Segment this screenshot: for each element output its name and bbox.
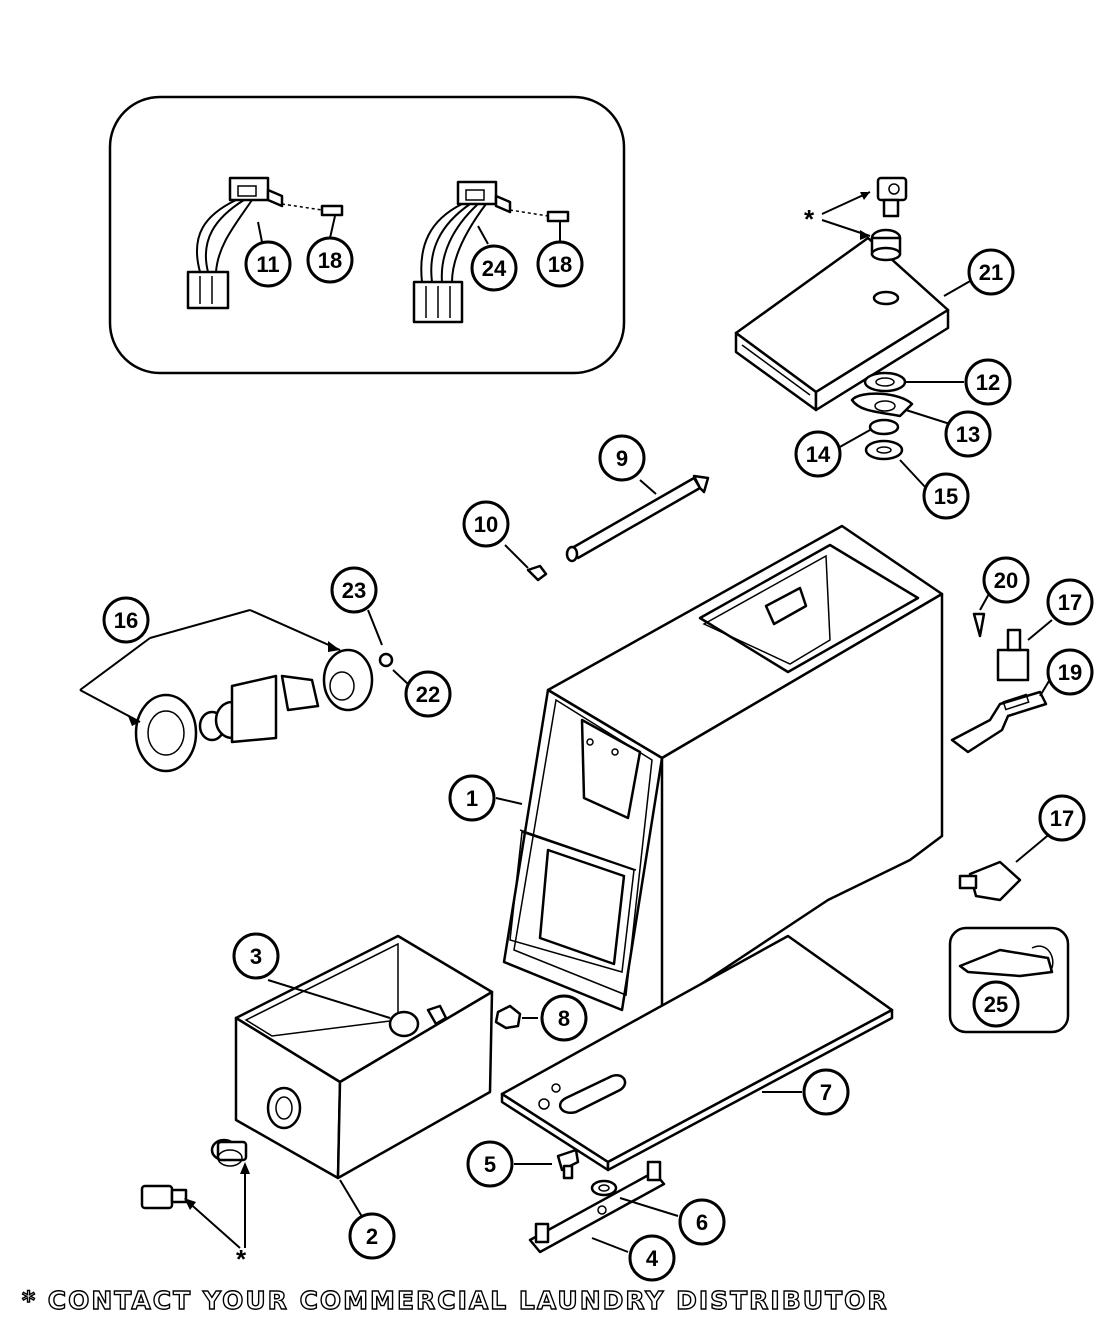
callout-25: 25 [972,980,1020,1028]
washer-6-part [590,1179,618,1197]
callout-24: 24 [470,244,518,292]
nut-8-part [494,1004,522,1030]
key-part [140,1184,188,1210]
callout-14: 14 [794,430,842,478]
callout-11: 11 [244,240,292,288]
meter-assembly-16-part [134,648,394,773]
svg-text:25: 25 [984,992,1008,1017]
svg-text:1: 1 [466,786,478,811]
svg-text:12: 12 [976,370,1000,395]
svg-text:20: 20 [994,568,1018,593]
svg-text:10: 10 [474,512,498,537]
asterisk-lock: * [236,1244,247,1274]
callout-17-top: 17 [1046,578,1094,626]
callout-18a: 18 [306,236,354,284]
screw-20-part [972,612,986,638]
lock-cylinder-part [210,1138,248,1167]
callout-4: 4 [628,1234,676,1282]
svg-text:22: 22 [416,682,440,707]
svg-text:18: 18 [548,252,572,277]
svg-text:19: 19 [1058,660,1082,685]
svg-text:7: 7 [820,1080,832,1105]
svg-text:11: 11 [256,252,279,277]
svg-text:23: 23 [342,578,366,603]
nut-10-part [526,564,548,582]
callout-9: 9 [598,434,646,482]
coin-box-2-part [234,934,494,1180]
callout-2: 2 [348,1212,396,1260]
bolt-5-part [556,1148,580,1180]
svg-text:17: 17 [1050,806,1074,831]
callout-1: 1 [448,774,496,822]
svg-text:18: 18 [318,248,342,273]
svg-text:24: 24 [482,256,507,281]
svg-text:8: 8 [558,1006,570,1031]
svg-text:2: 2 [366,1224,378,1249]
svg-text:4: 4 [646,1246,659,1271]
lock-key-part [870,176,908,262]
base-plate-7-part [500,934,894,1172]
svg-text:5: 5 [484,1152,496,1177]
svg-text:3: 3 [250,944,262,969]
svg-text:14: 14 [806,442,831,467]
wire-harness-24-part [412,180,512,324]
callout-16: 16 [102,596,150,644]
svg-text:13: 13 [956,422,980,447]
callout-5: 5 [466,1140,514,1188]
callout-20: 20 [982,556,1030,604]
screw-18a-part [281,203,344,217]
svg-text:16: 16 [114,608,138,633]
screw-18b-part [509,209,570,223]
nut-washer-stack-part [850,371,914,461]
footnote: * CONTACT YOUR COMMERCIAL LAUNDRY DISTRI… [21,1285,889,1315]
housing-1-part [502,524,944,1012]
callout-21: 21 [967,248,1015,296]
lid-21-part [734,236,950,412]
svg-text:15: 15 [934,484,958,509]
callout-6: 6 [678,1198,726,1246]
callout-18b: 18 [536,240,584,288]
switch-17-top-part [996,628,1030,682]
callout-10: 10 [462,500,510,548]
callout-12: 12 [964,358,1012,406]
shaft-9-part [565,474,710,563]
callout-8: 8 [540,994,588,1042]
callout-13: 13 [944,410,992,458]
bracket-4-part [528,1160,666,1254]
svg-text:6: 6 [696,1210,708,1235]
bracket-19-part [950,690,1048,754]
callout-23: 23 [330,566,378,614]
svg-text:9: 9 [616,446,628,471]
callout-15: 15 [922,472,970,520]
switch-17-bottom-part [958,860,1022,902]
callout-7: 7 [802,1068,850,1116]
callout-22: 22 [404,670,452,718]
wire-harness-11-part [186,176,284,310]
svg-text:21: 21 [979,260,1003,285]
callout-19: 19 [1046,648,1094,696]
callout-3: 3 [232,932,280,980]
callout-17-bottom: 17 [1038,794,1086,842]
harness-inset [108,95,626,375]
asterisk-lid: * [804,204,815,234]
svg-text:17: 17 [1058,590,1082,615]
